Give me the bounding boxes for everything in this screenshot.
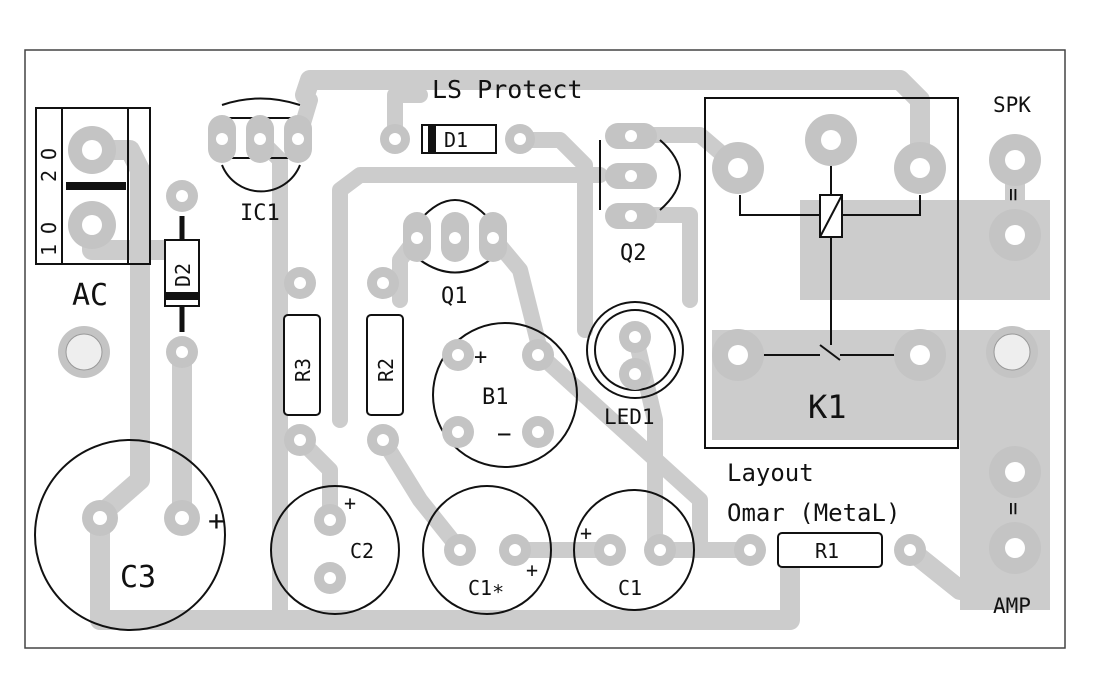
q1-outline (419, 199, 491, 274)
c1-star-outline (422, 485, 552, 615)
r1-label: R1 (815, 539, 839, 563)
led1-label: LED1 (604, 405, 655, 429)
c3-outline (34, 439, 226, 631)
r2-outline (366, 314, 404, 416)
b1-outline (432, 322, 578, 468)
b1-minus: − (497, 420, 511, 448)
c1-star-plus: + (526, 558, 538, 582)
ic1-outline (221, 97, 301, 193)
c3-label: C3 (120, 560, 156, 595)
k1-label: K1 (808, 388, 847, 426)
c3-plus: + (208, 504, 225, 537)
ic1-label: IC1 (240, 201, 280, 226)
q1-label: Q1 (441, 284, 468, 309)
amp-polarity-mark: = (1000, 502, 1025, 515)
c1-outline (573, 489, 695, 611)
ac-pin1-label: 1 (37, 244, 61, 256)
q2-outline (599, 139, 681, 211)
r1-outline (777, 532, 883, 568)
r2-label: R2 (374, 358, 398, 382)
b1-plus: + (474, 345, 487, 370)
amp-label: AMP (993, 594, 1031, 618)
d2-label: D2 (171, 263, 195, 287)
c1-label: C1 (618, 576, 642, 600)
pads (58, 114, 1041, 594)
k1-outline (704, 97, 959, 449)
r3-label: R3 (291, 358, 315, 382)
ac-label: AC (72, 278, 108, 313)
q2-label: Q2 (620, 241, 647, 266)
c2-plus: + (344, 491, 356, 515)
r3-outline (283, 314, 321, 416)
ac-connector (35, 107, 151, 265)
ac-pin1-marker: O (37, 222, 61, 234)
b1-label: B1 (482, 385, 509, 410)
c1-star-label: C1∗ (468, 576, 504, 600)
ac-pin2-label: 2 (37, 170, 61, 182)
spk-label: SPK (993, 93, 1031, 117)
credit-line-2: Omar (MetaL) (727, 499, 900, 527)
c1-plus: + (580, 521, 592, 545)
c2-outline (270, 485, 400, 615)
d2-outline (164, 216, 200, 332)
d1-outline (421, 124, 497, 154)
credit-line-1: Layout (727, 459, 814, 487)
c2-label: C2 (350, 539, 374, 563)
spk-polarity-mark: = (1000, 188, 1025, 201)
d1-label: D1 (444, 128, 468, 152)
board-title: LS Protect (432, 75, 583, 104)
ac-pin2-marker: O (37, 148, 61, 160)
